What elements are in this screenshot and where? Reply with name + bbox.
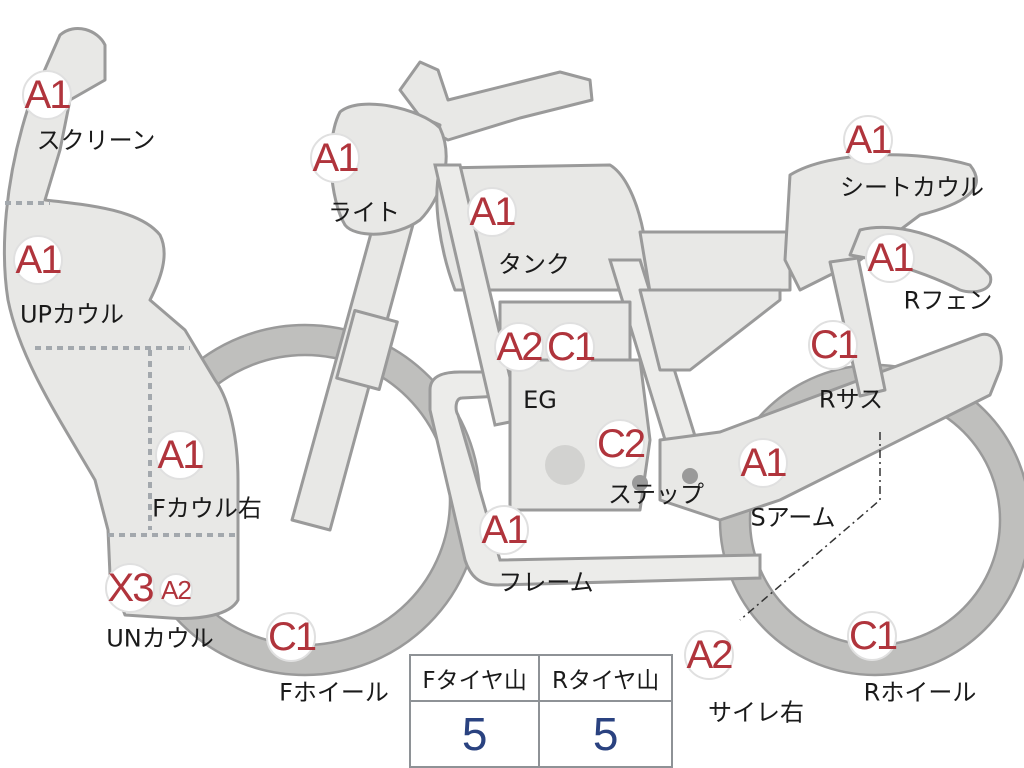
frame-shape [428, 370, 762, 587]
handlebar-shape [398, 60, 594, 142]
f-wheel-label: Fホイール [279, 678, 389, 707]
un-cowl-label: UNカウル [106, 624, 214, 653]
frame-grade-badge: A1 [479, 505, 529, 555]
step-label: ステップ [608, 480, 704, 509]
step-grade-badge: C2 [595, 419, 646, 469]
exhaust-shape [638, 288, 782, 372]
seat-cowl-grade-badge: A1 [843, 115, 893, 165]
seat-shape [638, 230, 792, 294]
r-fender-grade-badge: A1 [865, 233, 915, 283]
seat-cowl-label: シートカウル [840, 173, 984, 202]
up-cowl-label: UPカウル [19, 300, 125, 329]
headlight-shape [329, 102, 448, 236]
r-fender-label: Rフェン [903, 286, 993, 315]
r-sus-label: Rサス [818, 385, 884, 414]
tank-label: タンク [498, 250, 570, 279]
f-cowl-right-grade-badge: A1 [155, 430, 205, 480]
s-arm-grade-badge: A1 [738, 438, 788, 488]
s-arm-label: Sアーム [750, 503, 836, 532]
up-cowl-grade-badge: A1 [13, 235, 63, 285]
silencer-right-label: サイレ右 [708, 698, 804, 727]
front-tire-tread-value: 5 [408, 700, 541, 768]
seat-cowl-shape [783, 153, 978, 292]
engine-grade-badge: A2 [494, 322, 544, 372]
screen-label: スクリーン [36, 126, 156, 155]
r-wheel-grade-badge: C1 [847, 611, 898, 661]
rear-tire-tread-value: 5 [538, 700, 673, 768]
rear-tire-tread-header: Rタイヤ山 [538, 654, 673, 702]
light-grade-badge: A1 [310, 133, 360, 183]
front-tire-tread-header: Fタイヤ山 [408, 654, 541, 702]
frame-label: フレーム [498, 568, 594, 597]
engine-label: EG [523, 386, 557, 414]
tire-tread-table: Fタイヤ山 Rタイヤ山 5 5 [408, 654, 673, 768]
engine-grade-badge-2: C1 [545, 322, 596, 372]
fork-clamp-shape [335, 308, 399, 392]
f-wheel-grade-badge: C1 [266, 612, 317, 662]
tank-grade-badge: A1 [467, 187, 517, 237]
f-cowl-right-label: Fカウル右 [152, 494, 262, 523]
r-wheel-label: Rホイール [863, 678, 977, 707]
engine-case-shape [508, 358, 652, 512]
silencer-right-grade-badge: A2 [684, 630, 734, 680]
un-cowl-grade-badge-2: A2 [159, 573, 193, 607]
light-label: ライト [328, 198, 400, 227]
screen-grade-badge: A1 [22, 70, 72, 120]
un-cowl-grade-badge: X3 [105, 563, 155, 613]
r-sus-grade-badge: C1 [808, 320, 859, 370]
